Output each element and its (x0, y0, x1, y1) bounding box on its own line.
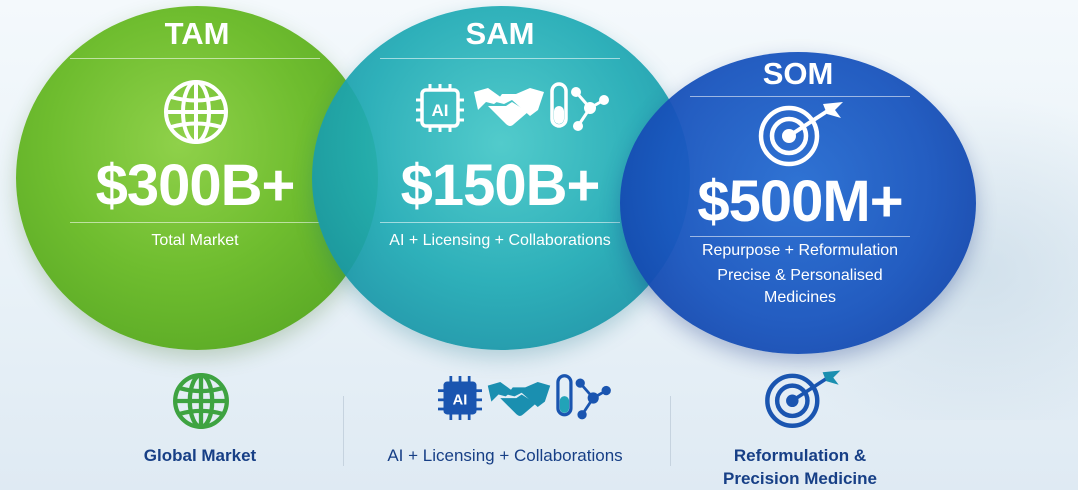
sam-title: SAM (465, 16, 535, 51)
handshake-icon-bottom (487, 382, 551, 416)
globe-icon (164, 80, 228, 144)
som-circle (620, 52, 976, 354)
som-bottom-label-line1: Reformulation & (733, 446, 867, 465)
globe-icon-bottom (173, 373, 229, 429)
divider-left (343, 396, 344, 466)
tam-value: $300B+ (95, 153, 296, 218)
tam-bottom-label: Global Market (143, 446, 257, 465)
tam-title: TAM (164, 16, 230, 51)
sam-description: AI + Licensing + Collaborations (389, 232, 611, 249)
ai-chip-icon: AI (416, 84, 464, 132)
handshake-icon (474, 88, 544, 126)
som-value: $500M+ (697, 169, 903, 234)
target-arrow-icon-bottom (765, 370, 841, 428)
sam-value-rule (380, 222, 620, 223)
som-title-rule (690, 96, 910, 97)
divider-right (670, 396, 671, 466)
ai-chip-text: AI (432, 101, 449, 120)
sam-value: $150B+ (400, 153, 601, 218)
sam-title-rule (380, 58, 620, 59)
sam-bottom-label: AI + Licensing + Collaborations (387, 446, 623, 465)
som-description-line1: Repurpose + Reformulation (701, 242, 899, 259)
target-arrow-icon (758, 102, 843, 167)
ai-chip-icon-bottom: AI (438, 376, 482, 420)
ai-chip-text-bottom: AI (453, 392, 468, 408)
test-tube-network-icon (550, 82, 609, 131)
som-title: SOM (762, 56, 834, 91)
som-description-line3: Medicines (763, 289, 837, 306)
som-bottom-label-line2: Precision Medicine (723, 469, 877, 488)
tam-description: Total Market (151, 232, 239, 249)
som-description-line2: Precise & Personalised (717, 267, 883, 284)
som-value-rule (690, 236, 910, 237)
test-tube-network-icon-bottom (556, 374, 611, 420)
tam-value-rule (70, 222, 320, 223)
tam-title-rule (70, 58, 320, 59)
